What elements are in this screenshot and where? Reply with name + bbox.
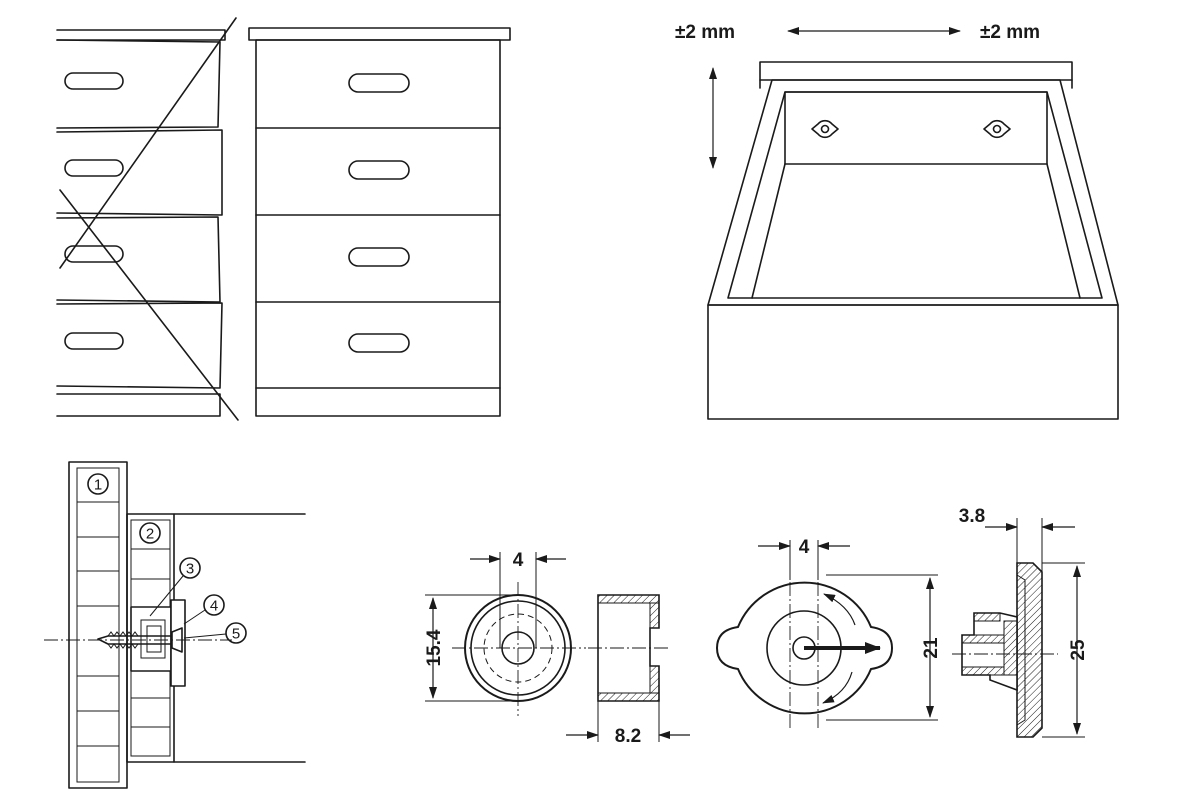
cam-height-dimension: 21	[921, 637, 942, 659]
cam-fitting-icon	[983, 119, 1011, 139]
rotate-arrow-icon	[822, 671, 853, 704]
cam-flange-dimension: 3.8	[959, 506, 985, 527]
misaligned-drawer-fronts	[56, 17, 239, 421]
cam-side-view: 3.8 25	[952, 506, 1089, 738]
bushing-side-view: 8.2	[566, 594, 690, 747]
callout-3: 3	[149, 557, 201, 617]
svg-text:3: 3	[186, 561, 194, 578]
aligned-drawer-fronts	[248, 27, 511, 417]
callout-5: 5	[183, 622, 247, 644]
cam-bore-dimension: 4	[799, 537, 810, 558]
bushing-bore-dimension: 4	[513, 550, 524, 571]
bushing-front-view: 4 15.4	[424, 550, 586, 716]
rotate-arrow-icon	[823, 593, 856, 626]
callout-1: 1	[87, 473, 109, 495]
cross-out-line	[59, 189, 239, 421]
cross-out-line	[59, 17, 237, 269]
callout-4: 4	[183, 594, 225, 625]
cam-fitting-icon	[811, 119, 839, 139]
drawer-box: ±2 mm ±2 mm	[675, 22, 1119, 420]
svg-text:1: 1	[94, 477, 102, 494]
cam-overall-dimension: 25	[1068, 639, 1089, 661]
left-tolerance-label: ±2 mm	[675, 22, 735, 43]
right-tolerance-label: ±2 mm	[980, 22, 1040, 43]
svg-text:5: 5	[232, 626, 240, 643]
callout-2: 2	[139, 522, 161, 544]
fitting-housing	[130, 606, 172, 672]
bushing-diameter-dimension: 15.4	[424, 629, 445, 666]
cam-front-view: 4 21	[715, 537, 942, 730]
svg-text:2: 2	[146, 526, 154, 543]
cam-outline	[715, 581, 894, 715]
svg-text:4: 4	[210, 598, 218, 615]
assembly-section: 1 2 3 4 5	[44, 461, 306, 789]
bushing-depth-dimension: 8.2	[615, 726, 641, 747]
